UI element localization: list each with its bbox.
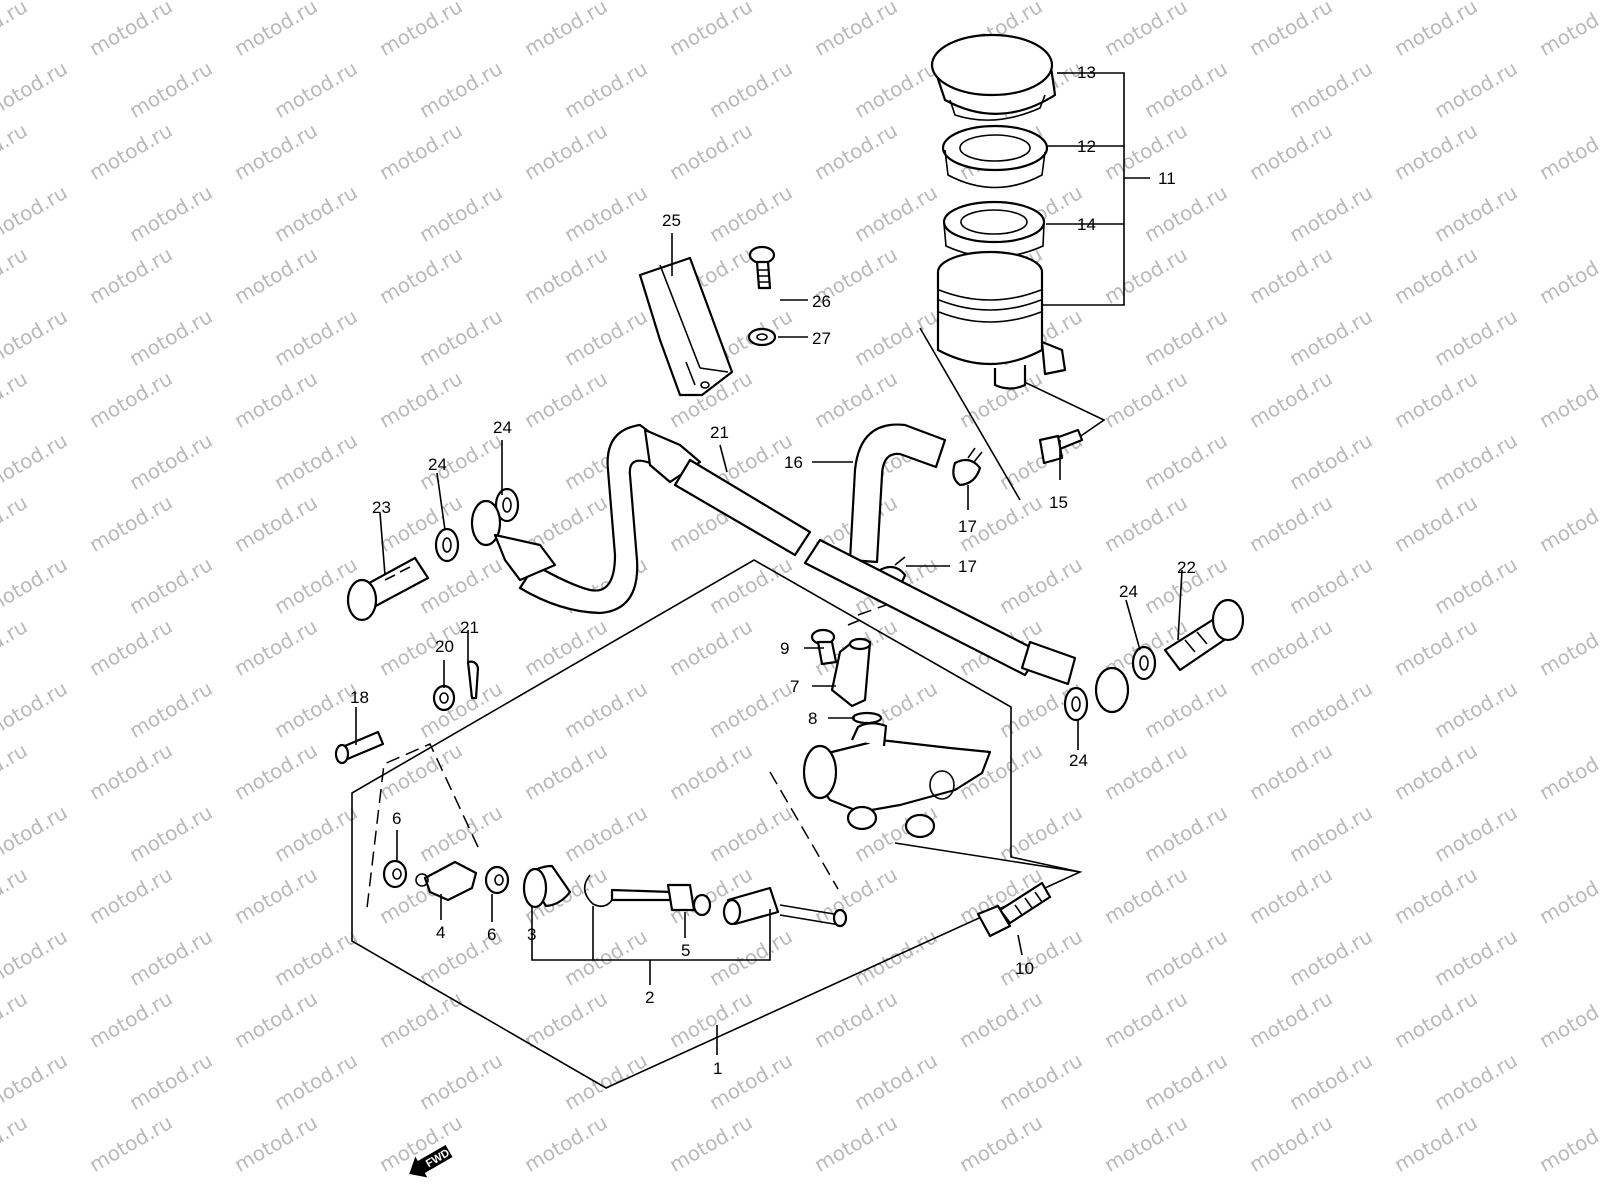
callout-3: 3 [527, 925, 536, 944]
callout-2: 2 [645, 988, 654, 1007]
hose-16 [848, 423, 947, 564]
assembly-outline-1 [351, 559, 1083, 1089]
dashed-bracket-7 [847, 619, 861, 626]
callout-20: 21 [460, 618, 479, 637]
bracket-10 [894, 842, 1081, 873]
cotter-pin-20 [466, 660, 480, 700]
callout-14: 13 [1077, 63, 1096, 82]
master-cylinder-body [802, 722, 992, 839]
o-ring-8 [851, 711, 883, 725]
screw-26 [748, 245, 776, 290]
callout-5: 5 [681, 941, 690, 960]
callout-17-upper: 17 [958, 517, 977, 536]
callout-27: 27 [812, 329, 831, 348]
dashed-bracket-2 [366, 743, 839, 909]
reservoir-cap [930, 33, 1057, 121]
boot-3 [522, 864, 572, 909]
circlip [583, 874, 613, 908]
bolt-15 [1038, 428, 1084, 465]
callout-22: 22 [1177, 558, 1196, 577]
diaphragm-plate [941, 124, 1049, 189]
washer-19 [432, 684, 456, 712]
callout-23: 23 [372, 498, 391, 517]
nut-6-right [484, 865, 510, 895]
callout-6-left: 6 [392, 809, 401, 828]
piston-spring [722, 886, 848, 928]
screw-9 [810, 628, 838, 666]
callout-labels: 13 12 11 14 25 26 27 24 21 16 24 15 23 1… [350, 63, 1196, 1078]
diaphragm [942, 200, 1046, 258]
union-bolt-23 [346, 556, 430, 622]
fwd-label: FWD [424, 1147, 452, 1170]
washer-27 [747, 327, 777, 347]
callout-7: 7 [790, 677, 799, 696]
fwd-arrow-icon: FWD [409, 1144, 453, 1178]
reservoir-body [936, 250, 1067, 390]
callout-18: 18 [350, 688, 369, 707]
callout-13: 14 [1077, 215, 1096, 234]
callout-25: 25 [662, 211, 681, 230]
callout-1: 1 [713, 1059, 722, 1078]
callout-4: 4 [436, 923, 445, 942]
fitting-7 [830, 637, 872, 708]
callout-26: 26 [812, 292, 831, 311]
callout-16: 16 [784, 453, 803, 472]
pin-18 [334, 730, 385, 765]
hose-lower [803, 538, 1130, 714]
push-rod-5 [610, 883, 712, 917]
callout-24-d: 24 [1069, 751, 1088, 770]
callout-10: 10 [1015, 959, 1034, 978]
nut-6-left [382, 859, 408, 889]
callout-11: 11 [1158, 169, 1176, 188]
dashed-bracket-reservoir [919, 327, 1106, 501]
washer-24-upper [494, 487, 520, 523]
callout-12: 12 [1077, 137, 1096, 156]
callout-19: 20 [435, 637, 454, 656]
callout-15: 15 [1049, 493, 1068, 512]
bracket-25 [638, 256, 734, 397]
callout-24-c: 24 [1119, 582, 1138, 601]
clevis-4 [415, 860, 478, 902]
banjo-fitting-left [470, 499, 557, 582]
callout-21: 21 [710, 423, 729, 442]
callout-9: 9 [780, 639, 789, 658]
leader-lines [355, 72, 1183, 1055]
union-bolt-22 [1163, 598, 1245, 672]
hose-21 [518, 423, 812, 615]
callout-24-b: 24 [428, 455, 447, 474]
callout-6-right: 6 [487, 925, 496, 944]
callout-17-lower: 17 [958, 557, 977, 576]
washer-24-lower [1063, 686, 1089, 722]
clamp-17-upper [952, 447, 983, 487]
callout-24-a: 24 [493, 418, 512, 437]
washer-24-left [434, 527, 460, 563]
washer-24-right [1131, 645, 1157, 681]
callout-8: 8 [808, 709, 817, 728]
bolt-10 [976, 881, 1052, 938]
